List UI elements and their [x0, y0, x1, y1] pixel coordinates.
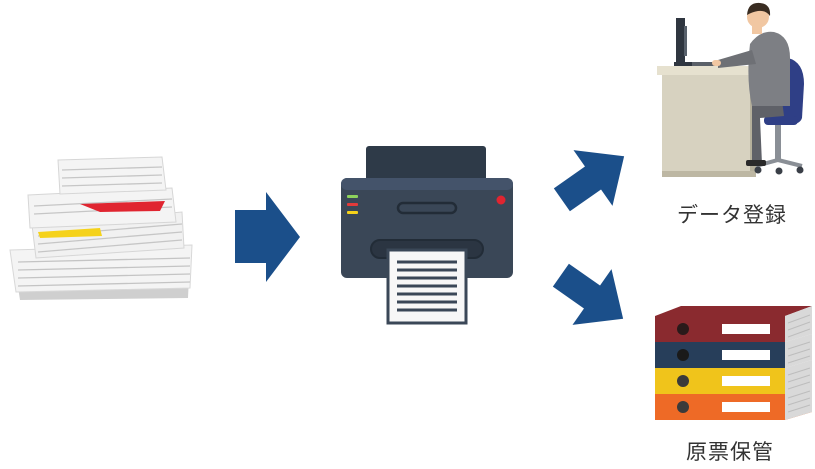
- paper-stack-icon: [9, 156, 193, 300]
- printer-scanner-icon: [341, 146, 513, 325]
- archive-label: 原票保管: [686, 440, 774, 464]
- binder-stack-icon: [655, 306, 812, 420]
- arrow-icon: [552, 263, 624, 325]
- arrow-icon: [553, 150, 625, 212]
- office-worker-at-desk-icon: [657, 2, 804, 177]
- arrow-icon: [235, 192, 300, 282]
- data-entry-label: データ登録: [677, 203, 787, 227]
